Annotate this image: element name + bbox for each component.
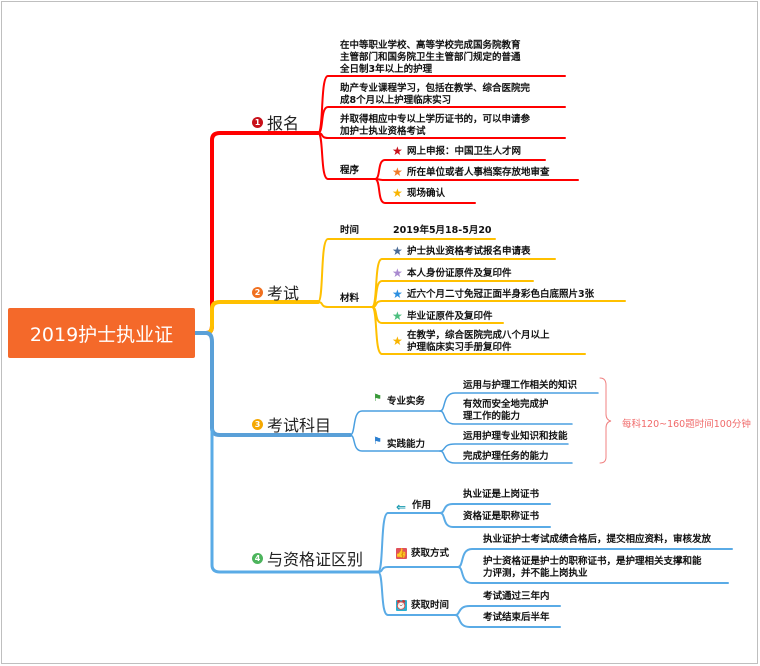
material-item: 毕业证原件及复印件 bbox=[407, 311, 493, 322]
connector-line bbox=[439, 443, 569, 452]
connector-line bbox=[377, 512, 441, 573]
star-icon: ★ bbox=[392, 309, 403, 323]
branch-label: 考试 bbox=[267, 284, 300, 303]
flag-icon: ⚑ bbox=[373, 436, 382, 447]
star-icon: ★ bbox=[392, 165, 403, 179]
star-icon: ★ bbox=[392, 186, 403, 200]
number-1-icon: 1 bbox=[252, 116, 263, 128]
materials-label: 材料 bbox=[340, 293, 360, 304]
requirement-text: 在中等职业学校、高等学校完成国务院教育 bbox=[340, 40, 521, 51]
requirement-text: 加护士执业资格考试 bbox=[340, 126, 426, 137]
branch-subjects[interactable]: 3 考试科目 bbox=[252, 412, 331, 436]
connector-line bbox=[374, 178, 476, 204]
connector-line bbox=[317, 301, 373, 308]
connector-line bbox=[317, 238, 496, 303]
connector-line bbox=[377, 566, 459, 573]
subject-item: 理工作的能力 bbox=[463, 411, 521, 422]
star-icon: ★ bbox=[392, 287, 403, 301]
branch-label: 报名 bbox=[267, 114, 300, 133]
group-item: 考试结束后半年 bbox=[483, 612, 550, 623]
connector-line bbox=[439, 410, 573, 425]
root-label: 2019护士执业证 bbox=[29, 323, 174, 346]
material-item: 本人身份证原件及复印件 bbox=[407, 268, 512, 279]
group-item: 执业证护士考试成绩合格后，提交相应资料，审核发放 bbox=[483, 534, 712, 545]
connector-line bbox=[371, 300, 626, 308]
subject-item: 运用护理专业知识和技能 bbox=[463, 431, 568, 442]
requirement-text: 助产专业课程学习，包括在教学、综合医院完 bbox=[340, 83, 531, 94]
connector-line bbox=[193, 331, 352, 437]
connector-line bbox=[193, 300, 320, 335]
branch-label: 考试科目 bbox=[267, 416, 332, 435]
number-2-icon: 2 bbox=[252, 286, 263, 298]
group-label: 获取方式 bbox=[411, 548, 450, 559]
requirement-text: 主管部门和国务院卫生主管部门规定的普通 bbox=[340, 52, 521, 63]
process-step: 所在单位或者人事档案存放地审查 bbox=[407, 167, 550, 178]
subject-note: 每科120~160题时间100分钟 bbox=[622, 419, 751, 430]
star-icon: ★ bbox=[392, 244, 403, 258]
group-item: 执业证是上岗证书 bbox=[463, 489, 540, 500]
connector-line bbox=[377, 571, 456, 616]
connector-line bbox=[457, 548, 733, 568]
connector-line bbox=[439, 392, 599, 412]
group-item: 力评测，并不能上岗执业 bbox=[483, 568, 588, 579]
flag-icon: ⚑ bbox=[373, 393, 382, 404]
branch-label: 与资格证区别 bbox=[267, 550, 364, 569]
requirement-text: 成8个月以上护理临床实习 bbox=[340, 95, 452, 106]
subject-label: 实践能力 bbox=[387, 439, 426, 450]
number-3-icon: 3 bbox=[252, 418, 263, 430]
connector-line bbox=[374, 178, 579, 181]
group-item: 考试通过三年内 bbox=[483, 591, 550, 602]
star-icon: ★ bbox=[392, 266, 403, 280]
subject-item: 有效而安全地完成护 bbox=[463, 399, 549, 410]
connector-line bbox=[454, 614, 561, 628]
arrow-left-icon: ⇐ bbox=[396, 500, 407, 514]
group-label: 作用 bbox=[412, 500, 432, 511]
subject-item: 运用与护理工作相关的知识 bbox=[463, 380, 578, 391]
process-step: 现场确认 bbox=[407, 188, 446, 199]
process-step: 网上申报：中国卫生人才网 bbox=[407, 146, 522, 157]
group-label: 获取时间 bbox=[411, 600, 450, 611]
connector-line bbox=[210, 428, 380, 574]
branch-registration[interactable]: 1 报名 bbox=[252, 110, 299, 134]
connector-line bbox=[317, 106, 566, 134]
process-label: 程序 bbox=[340, 165, 360, 176]
material-item: 护理临床实习手册复印件 bbox=[407, 342, 512, 353]
connector-line bbox=[371, 306, 586, 355]
connector-line bbox=[349, 410, 441, 436]
alarm-clock-icon: ⏰ bbox=[395, 600, 408, 611]
time-label: 时间 bbox=[340, 225, 360, 236]
material-item: 在教学，综合医院完成八个月以上 bbox=[407, 330, 550, 341]
exam-date: 2019年5月18-5月20 bbox=[393, 225, 492, 236]
group-item: 护士资格证是护士的职称证书，是护理相关支撑和能 bbox=[483, 556, 702, 567]
connector-line bbox=[599, 377, 612, 464]
number-4-icon: 4 bbox=[252, 552, 263, 564]
root-node[interactable]: 2019护士执业证 bbox=[8, 308, 195, 358]
subject-item: 完成护理任务的能力 bbox=[463, 451, 549, 462]
star-icon: ★ bbox=[392, 334, 403, 348]
connector-line bbox=[457, 566, 729, 584]
branch-difference[interactable]: 4 与资格证区别 bbox=[252, 546, 363, 570]
material-item: 近六个月二寸免冠正面半身彩色白底照片3张 bbox=[407, 289, 595, 300]
thumbs-up-icon: 👍 bbox=[395, 548, 408, 559]
connector-line bbox=[439, 512, 551, 528]
connector-line bbox=[317, 132, 376, 180]
requirement-text: 并取得相应中专以上学历证书的，可以申请参 bbox=[340, 114, 531, 125]
requirement-text: 全日制3年以上的护理 bbox=[340, 64, 433, 75]
connector-line bbox=[349, 434, 441, 452]
subject-label: 专业实务 bbox=[387, 396, 426, 407]
star-icon: ★ bbox=[392, 144, 403, 158]
branch-exam[interactable]: 2 考试 bbox=[252, 280, 299, 304]
group-item: 资格证是职称证书 bbox=[463, 511, 540, 522]
connector-line bbox=[439, 450, 573, 464]
material-item: 护士执业资格考试报名申请表 bbox=[407, 246, 531, 257]
